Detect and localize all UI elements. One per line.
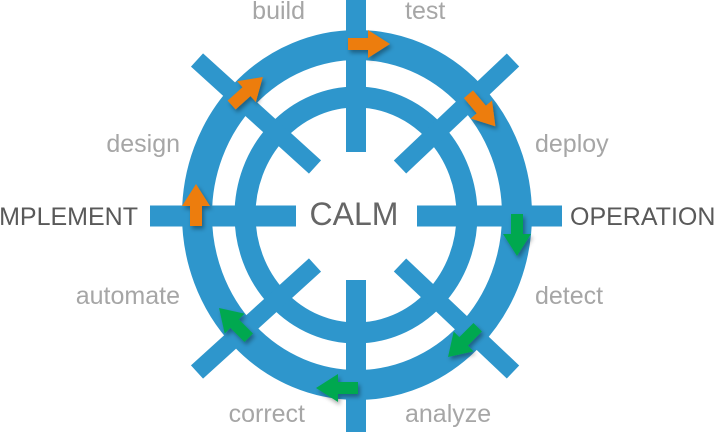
step-deploy: deploy [535,130,609,158]
step-build: build [252,0,305,25]
step-detect: detect [535,282,603,310]
center-label: CALM [310,196,399,232]
spoke-ne [393,53,520,174]
arrow-detect-to-analyze-icon [448,323,482,357]
step-test: test [405,0,445,25]
arrow-correct-to-automate-icon [219,308,253,342]
arrow-operation-down-icon [503,214,531,256]
step-design: design [106,130,180,158]
arrow-design-to-build-icon [227,76,263,110]
spoke-sw [190,258,322,379]
phase-operation: OPERATION [570,203,715,231]
spoke-se [393,258,520,379]
step-correct: correct [229,400,305,428]
arrows [182,30,531,402]
arrow-build-to-test-icon [348,30,390,58]
spoke-nw [190,53,322,174]
arrow-implement-up-icon [182,184,210,226]
step-automate: automate [76,282,180,310]
arrow-test-to-deploy-icon [463,90,496,127]
arrow-analyze-to-correct-icon [316,374,358,402]
phase-implement: IMPLEMENT [0,203,138,231]
step-analyze: analyze [405,400,491,428]
